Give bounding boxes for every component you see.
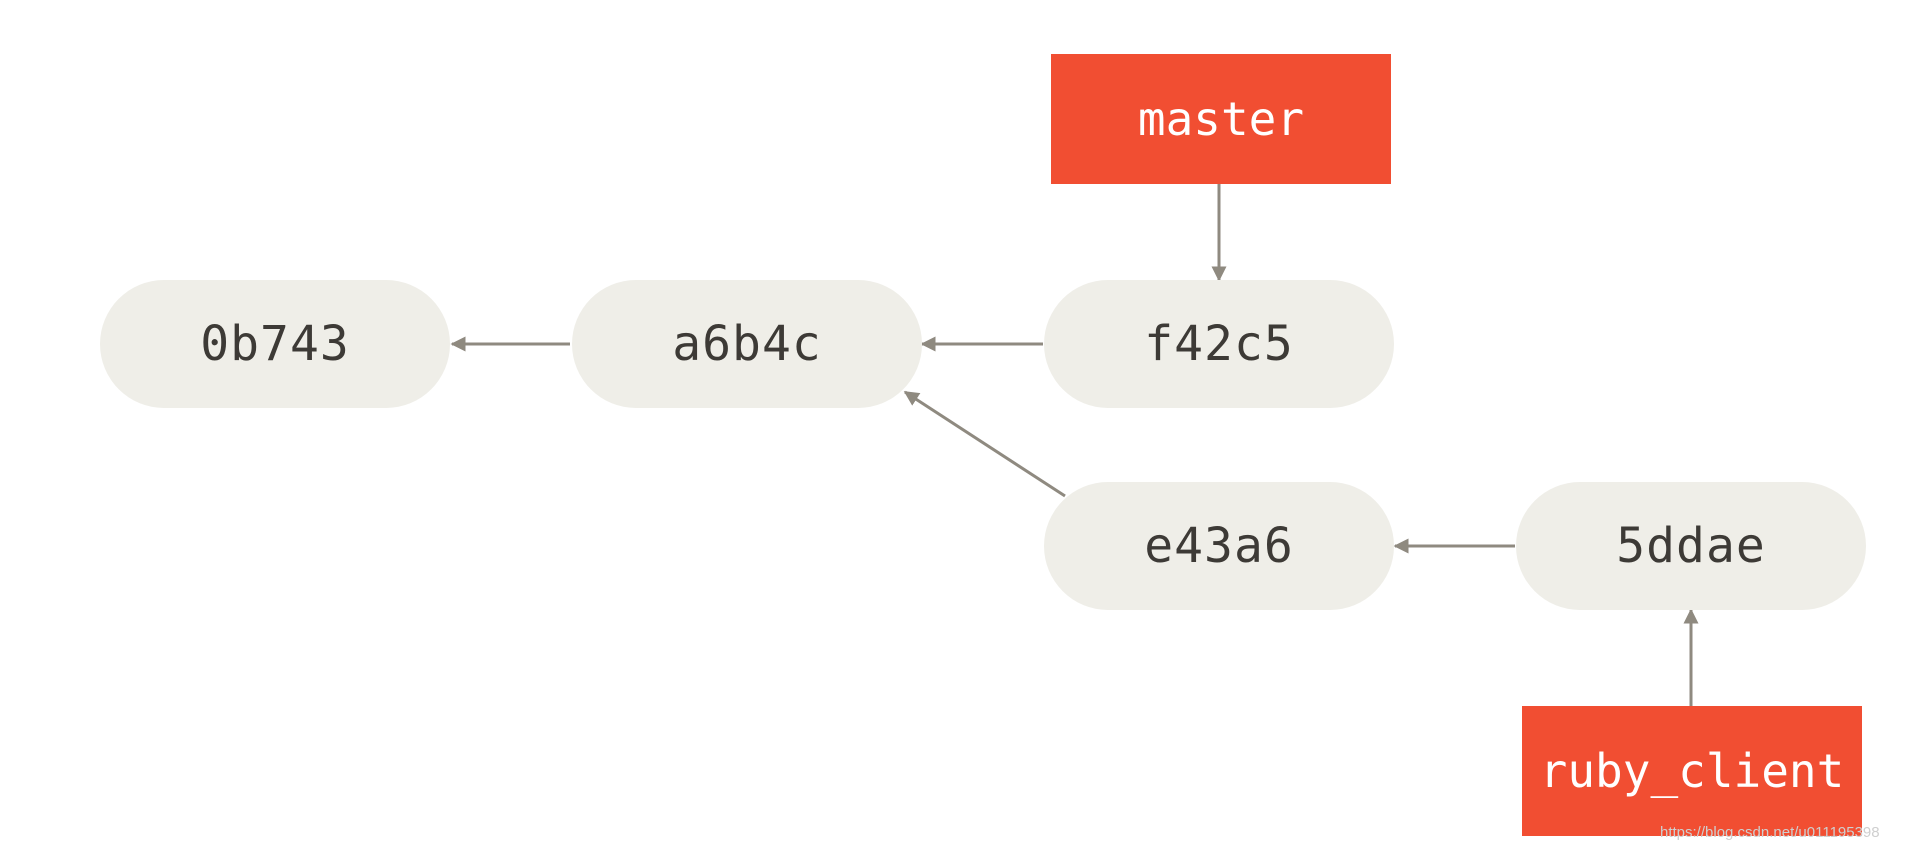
commit-node-a6b4c: a6b4c bbox=[572, 280, 922, 408]
branch-label-ruby-client: ruby_client bbox=[1522, 706, 1862, 836]
branch-label-master: master bbox=[1051, 54, 1391, 184]
commit-node-f42c5: f42c5 bbox=[1044, 280, 1394, 408]
commit-node-e43a6: e43a6 bbox=[1044, 482, 1394, 610]
commit-node-0b743: 0b743 bbox=[100, 280, 450, 408]
edge-e43a6-to-a6b4c bbox=[903, 390, 1066, 498]
commit-node-5ddae: 5ddae bbox=[1516, 482, 1866, 610]
watermark-url: https://blog.csdn.net/u011195398 bbox=[1660, 824, 1880, 841]
